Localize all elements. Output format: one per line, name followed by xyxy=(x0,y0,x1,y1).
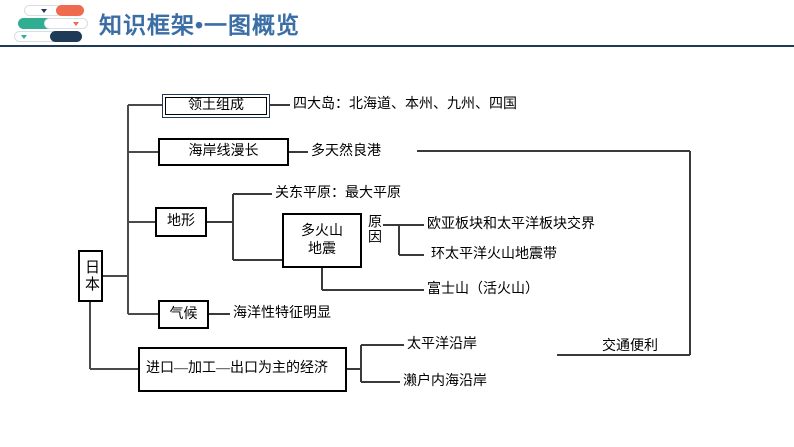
book-spine-orange xyxy=(56,5,84,16)
book-marker-1 xyxy=(41,9,47,14)
book-spine-light-2 xyxy=(44,18,88,29)
node-long-coastline[interactable]: 海岸线漫长 xyxy=(158,138,289,166)
stacked-books-icon xyxy=(14,3,88,43)
leaf-kanto-plain: 关东平原：最大平原 xyxy=(275,186,401,201)
leaf-pacific-coast: 太平洋沿岸 xyxy=(407,337,477,352)
node-territory-composition-label: 领土组成 xyxy=(164,96,268,116)
leaf-natural-harbors: 多天然良港 xyxy=(311,144,381,159)
node-economy[interactable]: 进口—加工—出口为主的经济 xyxy=(138,347,347,392)
page-title: 知识框架•一图概览 xyxy=(99,12,301,38)
leaf-plate-boundary: 欧亚板块和太平洋板块交界 xyxy=(427,217,595,232)
header-divider xyxy=(0,45,794,48)
leaf-convenient-transport: 交通便利 xyxy=(602,339,658,354)
book-marker-3 xyxy=(21,35,27,40)
node-volcano-earthquake[interactable]: 多火山 地震 xyxy=(282,213,362,268)
leaf-mount-fuji: 富士山（活火山） xyxy=(427,282,539,297)
leaf-seto-inland-sea-coast: 濑户内海沿岸 xyxy=(403,374,487,389)
node-landform[interactable]: 地形 xyxy=(155,207,207,237)
leaf-oceanic-climate: 海洋性特征明显 xyxy=(233,306,331,321)
leaf-pacific-ring-of-fire: 环太平洋火山地震带 xyxy=(431,247,557,262)
leaf-four-islands: 四大岛：北海道、本州、九州、四国 xyxy=(293,97,517,112)
book-spine-teal xyxy=(18,18,58,29)
node-territory-composition[interactable]: 领土组成 xyxy=(162,94,270,118)
label-reason: 原因 xyxy=(366,214,381,244)
book-spine-navy xyxy=(50,31,82,42)
book-marker-2 xyxy=(73,22,79,27)
connector-lines xyxy=(89,104,691,383)
slide-header: 知识框架•一图概览 xyxy=(0,0,794,52)
knowledge-framework-diagram: 日本 领土组成 海岸线漫长 地形 多火山 地震 原因 气候 进口—加工—出口为主… xyxy=(0,52,794,447)
node-climate[interactable]: 气候 xyxy=(158,300,209,329)
node-japan[interactable]: 日本 xyxy=(78,250,103,302)
